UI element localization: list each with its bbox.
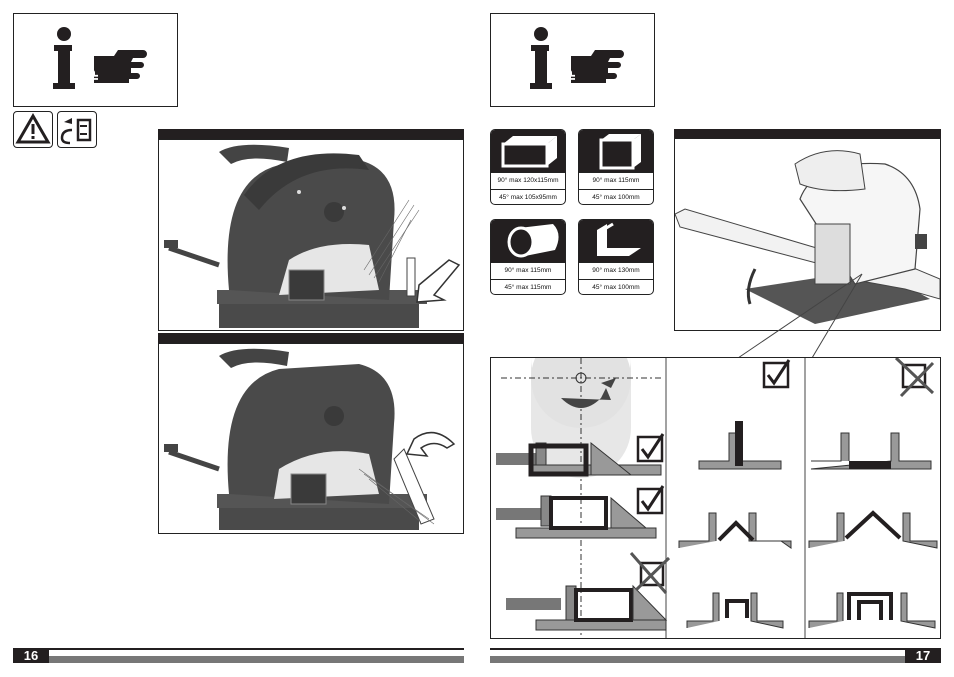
callout-lines [737,273,863,359]
footer-bar-right [490,656,905,663]
footer-line-left [13,648,464,650]
figure-header-bar [158,333,464,343]
footer-line-right [490,648,941,650]
saw-figure-top [158,139,464,331]
cross-icon [629,552,671,594]
spec-line-90: 90° max 130mm [579,262,653,279]
spec-line-45: 45° max 100mm [579,189,653,204]
footer-bar-left [49,656,464,663]
saw-workpiece-figure [674,138,941,331]
svg-text:TIP: TIP [564,69,578,88]
spec-card-rect-tube: 90° max 120x115mm 45° max 105x95mm [490,129,566,205]
spec-card-round-tube: 90° max 115mm 45° max 115mm [490,219,566,295]
unplug-icon [57,111,97,148]
clamping-diagram [490,357,941,639]
spec-line-45: 45° max 115mm [491,279,565,294]
page-number-right: 17 [905,649,941,663]
checkmark-icon [636,485,665,515]
spec-line-45: 45° max 100mm [579,279,653,294]
spec-card-square-tube: 90° max 115mm 45° max 100mm [578,129,654,205]
warning-icon [13,111,53,148]
checkmark-icon [636,433,665,463]
spec-line-45: 45° max 105x95mm [491,189,565,204]
figure-header-bar [674,129,941,138]
cross-icon [894,358,935,398]
checkmark-icon [762,359,791,389]
figure-header-bar [158,129,464,139]
spec-line-90: 90° max 120x115mm [491,172,565,189]
spec-line-90: 90° max 115mm [491,262,565,279]
tip-box-left: TIP [13,13,178,107]
tip-box-right: TIP [490,13,655,107]
spec-line-90: 90° max 115mm [579,172,653,189]
info-tip-icon: TIP [530,27,624,89]
info-tip-icon: TIP [53,27,147,89]
page-number-left: 16 [13,649,49,663]
saw-figure-bottom [158,343,464,534]
spec-card-angle-profile: 90° max 130mm 45° max 100mm [578,219,654,295]
svg-text:TIP: TIP [87,69,101,88]
